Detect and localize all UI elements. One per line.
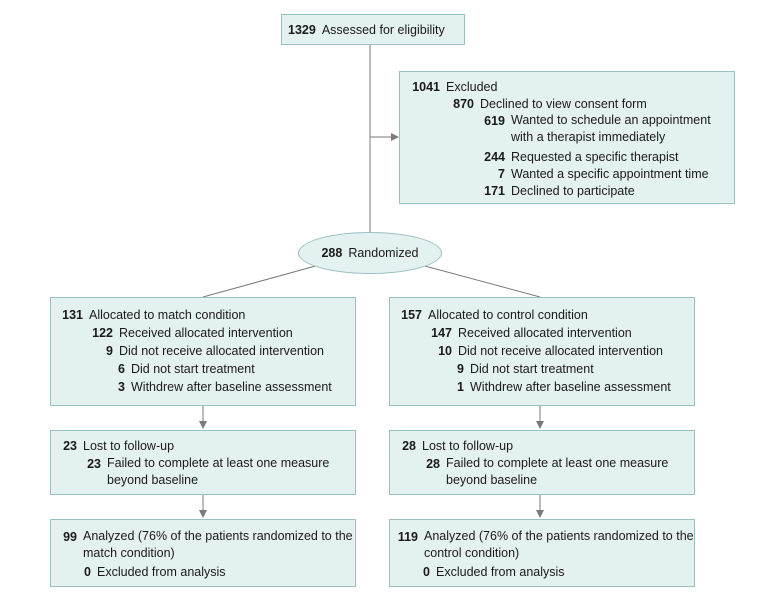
schedule-immediately-label: Wanted to schedule an appointment with a…	[511, 113, 711, 144]
specific-time-count: 7	[498, 167, 505, 181]
declined-consent-label: Declined to view consent form	[480, 97, 647, 111]
control-lost-label: Lost to follow-up	[422, 439, 514, 453]
match-not-start-count: 6	[118, 362, 125, 376]
match-failed-count: 23	[87, 457, 101, 471]
match-excluded-analysis-label: Excluded from analysis	[97, 565, 226, 579]
control-analyzed-box: 119 Analyzed (76% of the patients random…	[389, 519, 695, 587]
excluded-count: 1041	[412, 80, 440, 94]
control-received-label: Received allocated intervention	[458, 326, 632, 340]
specific-therapist-label: Requested a specific therapist	[511, 150, 679, 164]
control-failed-count: 28	[426, 457, 440, 471]
declined-participate-count: 171	[484, 184, 505, 198]
declined-participate-label: Declined to participate	[511, 184, 635, 198]
control-excluded-analysis-count: 0	[423, 565, 430, 579]
match-received-label: Received allocated intervention	[119, 326, 293, 340]
control-not-start-count: 9	[457, 362, 464, 376]
declined-consent-count: 870	[453, 97, 474, 111]
excluded-box: 1041 Excluded 870 Declined to view conse…	[399, 71, 735, 204]
match-allocated-label: Allocated to match condition	[89, 308, 246, 322]
match-lost-count: 23	[63, 439, 77, 453]
connector-randomized-match	[202, 261, 331, 298]
connector-randomized-control	[409, 261, 541, 298]
match-lost-label: Lost to follow-up	[83, 439, 175, 453]
assessed-count: 1329	[288, 23, 316, 37]
match-analyzed-count: 99	[63, 530, 77, 544]
control-received-count: 147	[431, 326, 452, 340]
control-excluded-analysis-label: Excluded from analysis	[436, 565, 565, 579]
randomized-label: Randomized	[348, 246, 419, 260]
randomized-count: 288	[321, 246, 343, 260]
control-not-received-label: Did not receive allocated intervention	[458, 344, 663, 358]
control-lost-count: 28	[402, 439, 416, 453]
control-withdrew-label: Withdrew after baseline assessment	[470, 380, 671, 394]
control-analyzed-count: 119	[397, 530, 418, 544]
match-analyzed-label: Analyzed (76% of the patients randomized…	[83, 529, 353, 560]
match-failed-label: Failed to complete at least one measure …	[107, 456, 330, 487]
match-not-received-count: 9	[106, 344, 113, 358]
control-not-start-label: Did not start treatment	[470, 362, 594, 376]
match-not-received-label: Did not receive allocated intervention	[119, 344, 324, 358]
specific-time-label: Wanted a specific appointment time	[511, 167, 709, 181]
control-allocated-label: Allocated to control condition	[428, 308, 588, 322]
match-analyzed-box: 99 Analyzed (76% of the patients randomi…	[50, 519, 356, 587]
excluded-label: Excluded	[446, 80, 498, 94]
match-withdrew-label: Withdrew after baseline assessment	[131, 380, 332, 394]
match-withdrew-count: 3	[118, 380, 125, 394]
assessed-label: Assessed for eligibility	[321, 23, 445, 37]
control-analyzed-label: Analyzed (76% of the patients randomized…	[424, 529, 694, 560]
match-followup-box: 23 Lost to follow-up 23 Failed to comple…	[50, 430, 356, 495]
control-followup-box: 28 Lost to follow-up 28 Failed to comple…	[389, 430, 695, 495]
randomized-oval: 288 Randomized	[298, 232, 442, 274]
match-allocated-count: 131	[62, 308, 83, 322]
control-allocation-box: 157 Allocated to control condition 147 R…	[389, 297, 695, 406]
specific-therapist-count: 244	[484, 150, 505, 164]
match-allocation-box: 131 Allocated to match condition 122 Rec…	[50, 297, 356, 406]
control-not-received-count: 10	[438, 344, 452, 358]
schedule-immediately-count: 619	[484, 114, 505, 128]
match-received-count: 122	[92, 326, 113, 340]
control-allocated-count: 157	[401, 308, 422, 322]
control-failed-label: Failed to complete at least one measure …	[446, 456, 669, 487]
match-excluded-analysis-count: 0	[84, 565, 91, 579]
assessed-box: 1329 Assessed for eligibility	[281, 14, 465, 45]
control-withdrew-count: 1	[457, 380, 464, 394]
match-not-start-label: Did not start treatment	[131, 362, 255, 376]
